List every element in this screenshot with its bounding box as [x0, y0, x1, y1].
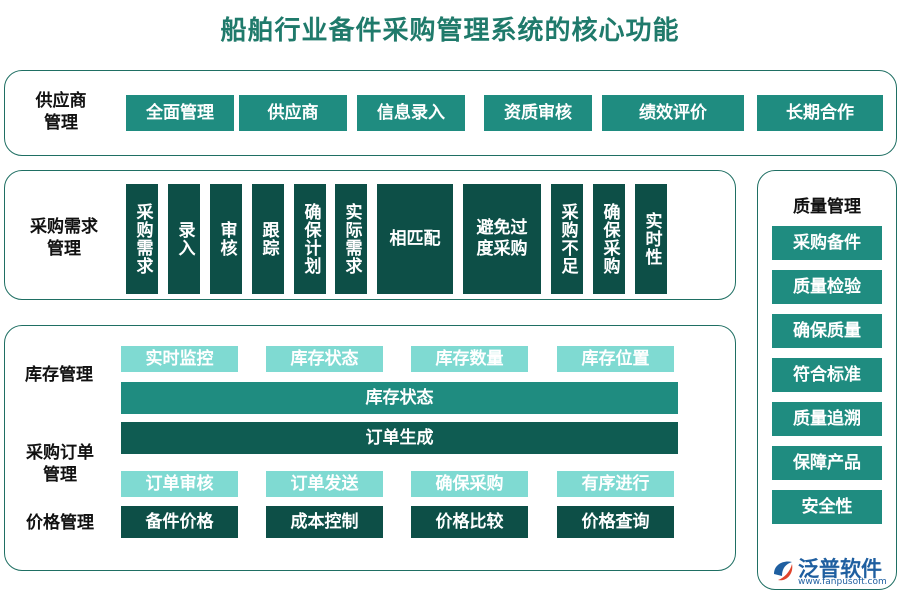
supplier-item: 全面管理 — [126, 95, 234, 131]
quality-item: 符合标准 — [772, 358, 882, 392]
demand-item: 确保采购 — [593, 184, 625, 294]
demand-item: 采购需求 — [126, 184, 158, 294]
demand-item: 审核 — [210, 184, 242, 294]
price-item: 成本控制 — [266, 506, 383, 538]
price-label: 价格管理 — [26, 513, 94, 533]
logo-name: 泛普软件 — [798, 557, 882, 581]
quality-item: 安全性 — [772, 490, 882, 524]
quality-item: 质量追溯 — [772, 402, 882, 436]
demand-panel — [4, 170, 736, 300]
supplier-item: 供应商 — [239, 95, 347, 131]
supplier-item: 资质审核 — [484, 95, 592, 131]
demand-item: 采购不足 — [551, 184, 583, 294]
demand-item: 实际需求 — [335, 184, 367, 294]
inventory-label: 库存管理 — [25, 365, 93, 385]
supplier-item: 长期合作 — [757, 95, 883, 131]
order-item: 订单审核 — [121, 471, 238, 497]
demand-item: 实时性 — [635, 184, 667, 294]
order-item: 确保采购 — [411, 471, 528, 497]
supplier-item: 绩效评价 — [602, 95, 744, 131]
demand-item: 避免过度采购 — [463, 184, 541, 294]
price-item: 价格比较 — [411, 506, 528, 538]
demand-item: 相匹配 — [377, 184, 453, 294]
inventory-bar: 库存状态 — [121, 382, 678, 414]
quality-item: 确保质量 — [772, 314, 882, 348]
order-item: 订单发送 — [266, 471, 383, 497]
inventory-item: 库存位置 — [557, 346, 674, 372]
inventory-item: 库存状态 — [266, 346, 383, 372]
supplier-label: 供应商 管理 — [35, 91, 87, 133]
inventory-item: 库存数量 — [411, 346, 528, 372]
quality-item: 质量检验 — [772, 270, 882, 304]
demand-item: 确保计划 — [294, 184, 326, 294]
quality-label: 质量管理 — [793, 197, 861, 217]
logo-url: www.fanpusoft.com — [798, 577, 887, 587]
quality-item: 采购备件 — [772, 226, 882, 260]
inventory-item: 实时监控 — [121, 346, 238, 372]
demand-item: 跟踪 — [252, 184, 284, 294]
price-item: 备件价格 — [121, 506, 238, 538]
order-item: 有序进行 — [557, 471, 674, 497]
order-label: 采购订单 管理 — [26, 443, 94, 485]
supplier-item: 信息录入 — [357, 95, 465, 131]
demand-item: 录入 — [168, 184, 200, 294]
order-bar: 订单生成 — [121, 422, 678, 454]
price-item: 价格查询 — [557, 506, 674, 538]
fanpu-logo: 泛普软件 www.fanpusoft.com — [770, 553, 890, 589]
demand-label: 采购需求 管理 — [30, 217, 98, 259]
quality-item: 保障产品 — [772, 446, 882, 480]
page-title: 船舶行业备件采购管理系统的核心功能 — [220, 16, 680, 46]
fanpu-logo-icon — [774, 561, 793, 581]
